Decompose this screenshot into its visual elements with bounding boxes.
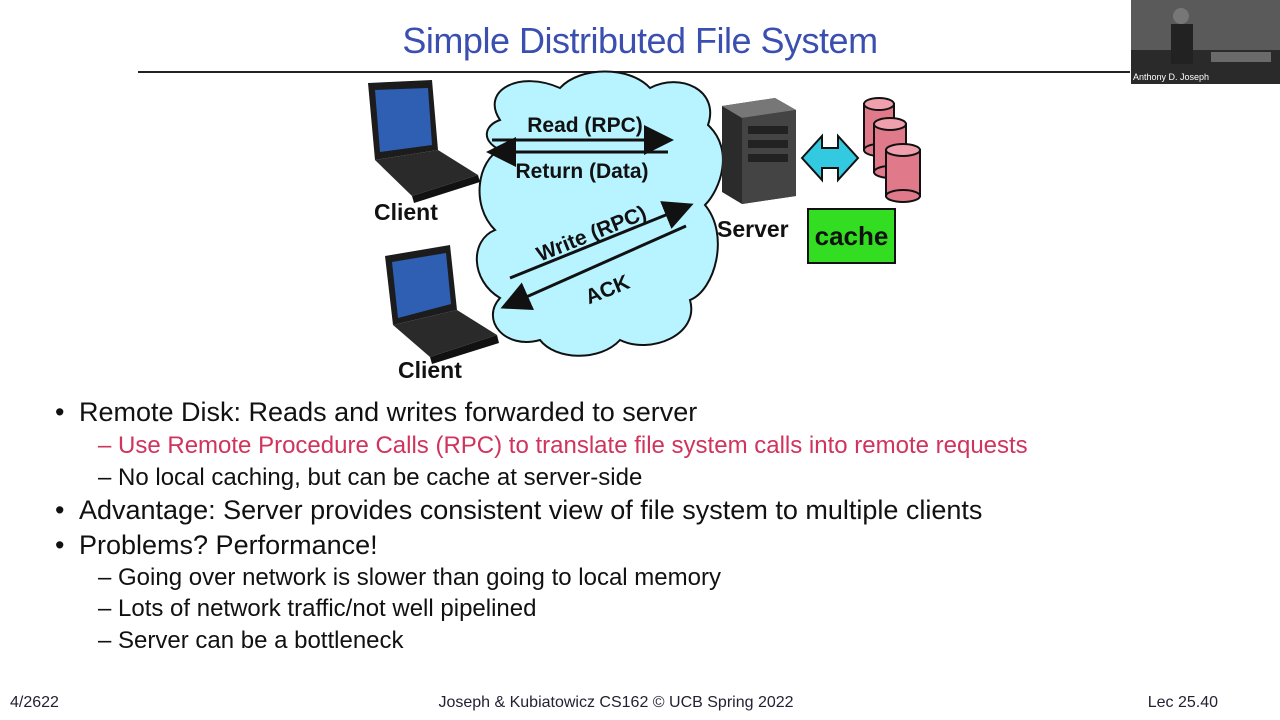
sub-bullet-text: No local caching, but can be cache at se… <box>118 464 643 491</box>
cache-box: cache <box>807 208 896 264</box>
disk-stack-icon <box>863 97 921 203</box>
sub-bullet-item: – Going over network is slower than goin… <box>98 564 721 591</box>
webcam-video: Anthony D. Joseph <box>1131 0 1280 84</box>
client-top-label: Client <box>374 199 438 225</box>
server-label: Server <box>717 216 789 242</box>
bullet-item: •Remote Disk: Reads and writes forwarded… <box>55 397 698 427</box>
return-data-label: Return (Data) <box>515 160 648 183</box>
sub-bullet-item: – Use Remote Procedure Calls (RPC) to tr… <box>98 432 1028 459</box>
sub-bullet-text: Server can be a bottleneck <box>118 627 404 654</box>
distributed-fs-diagram: Read (RPC) Return (Data) Write (RPC) ACK… <box>368 70 921 383</box>
presenter-video-frame <box>1131 0 1280 84</box>
sub-bullet-text: Use Remote Procedure Calls (RPC) to tran… <box>118 432 1028 459</box>
title-rule <box>138 71 1130 73</box>
laptop-icon <box>368 80 480 203</box>
bullet-item: •Problems? Performance! <box>55 530 378 560</box>
server-icon <box>722 98 796 204</box>
bullet-item: •Advantage: Server provides consistent v… <box>55 495 983 525</box>
footer-page-number: Lec 25.40 <box>1147 694 1218 711</box>
bullet-text: Problems? Performance! <box>79 530 378 560</box>
sub-bullet-text: Lots of network traffic/not well pipelin… <box>118 595 537 622</box>
laptop-icon <box>385 245 499 364</box>
double-arrow-icon <box>800 133 860 183</box>
webcam-caption: Anthony D. Joseph <box>1133 72 1210 82</box>
footer-course: Joseph & Kubiatowicz CS162 © UCB Spring … <box>438 694 794 711</box>
bullet-text: Remote Disk: Reads and writes forwarded … <box>79 397 698 427</box>
diagram-svg: Read (RPC) Return (Data) Write (RPC) ACK <box>368 70 921 364</box>
bullet-text: Advantage: Server provides consistent vi… <box>79 495 983 525</box>
ack-arrow <box>500 224 687 310</box>
sub-bullet-text: Going over network is slower than going … <box>118 564 721 591</box>
sub-bullet-item: – Server can be a bottleneck <box>98 627 404 654</box>
slide-title: Simple Distributed File System <box>402 20 878 61</box>
write-arrow <box>509 201 694 280</box>
read-rpc-label: Read (RPC) <box>527 114 643 137</box>
sub-bullet-item: – Lots of network traffic/not well pipel… <box>98 595 537 622</box>
sub-bullet-item: – No local caching, but can be cache at … <box>98 464 643 491</box>
client-bottom-label: Client <box>398 357 462 383</box>
footer-date: 4/2622 <box>10 694 59 711</box>
